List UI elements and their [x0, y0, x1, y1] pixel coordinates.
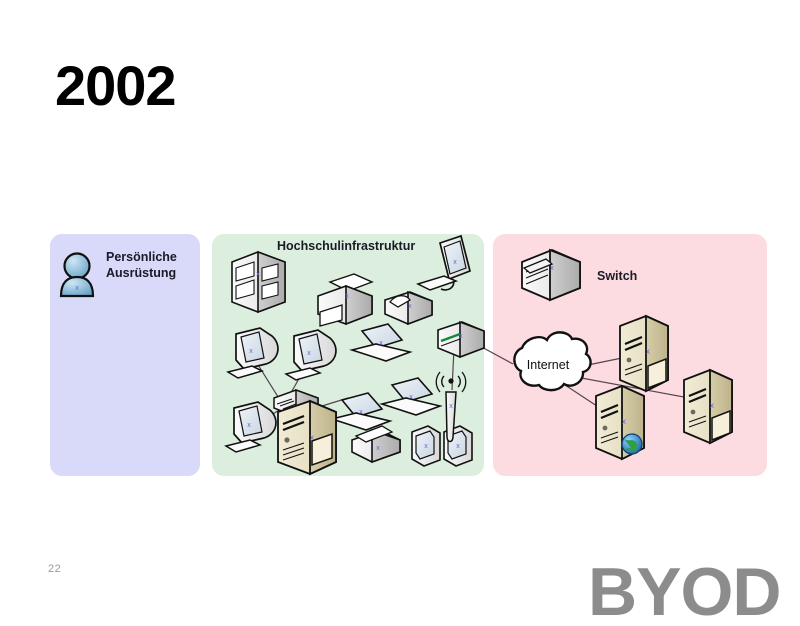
svg-text:x: x: [449, 403, 453, 410]
laptop-icon: x: [379, 377, 443, 416]
keyboard-icon: [415, 275, 459, 291]
laptop-icon: x: [349, 323, 413, 362]
svg-text:x: x: [75, 285, 79, 292]
byod-watermark: BYOD: [588, 558, 781, 626]
svg-text:x: x: [249, 348, 253, 355]
svg-text:x: x: [710, 401, 714, 410]
keyboard-icon: [224, 439, 263, 453]
svg-text:x: x: [424, 443, 428, 450]
svg-text:x: x: [247, 422, 251, 429]
tower-server-icon: x: [277, 399, 337, 476]
wifi-antenna-icon: x: [435, 371, 467, 443]
page-number: 22: [48, 563, 62, 575]
svg-text:x: x: [310, 433, 314, 442]
zone-campus-infrastructure-label: Hochschulinfrastruktur: [277, 239, 416, 253]
tablet-icon: x: [438, 234, 472, 291]
svg-text:x: x: [256, 271, 260, 278]
internet-cloud-icon: [513, 331, 592, 392]
svg-text:x: x: [345, 293, 349, 300]
desktop-computer-icon: x: [233, 401, 277, 444]
svg-text:x: x: [453, 259, 457, 266]
switch-icon: x: [521, 248, 581, 302]
svg-text:x: x: [646, 347, 650, 356]
user-icon: x: [59, 252, 95, 298]
pda-icon: x: [411, 425, 441, 467]
printer-icon: x: [317, 273, 374, 327]
svg-text:x: x: [459, 333, 463, 340]
svg-text:x: x: [359, 409, 363, 416]
keyboard-icon: [284, 367, 323, 381]
svg-text:x: x: [456, 443, 460, 450]
diagram-artwork: x x x x: [59, 234, 733, 476]
svg-text:x: x: [409, 394, 413, 401]
globe-icon: [621, 433, 643, 455]
network-diagram: x x x x: [50, 234, 767, 476]
svg-text:x: x: [622, 417, 626, 426]
desktop-computer-icon: x: [293, 329, 337, 372]
svg-text:x: x: [379, 340, 383, 347]
svg-text:x: x: [307, 350, 311, 357]
page-title: 2002: [55, 54, 177, 117]
router-icon: x: [437, 320, 485, 359]
internet-cloud-label: Internet: [526, 358, 570, 372]
svg-text:x: x: [408, 303, 412, 310]
server-icon: x: [683, 368, 733, 445]
projector-icon: x: [384, 290, 433, 326]
svg-text:x: x: [550, 265, 554, 272]
desktop-computer-icon: x: [235, 327, 279, 370]
laptop-icon: x: [329, 392, 393, 431]
zone-personal-equipment-label: Persönliche Ausrüstung: [106, 250, 177, 280]
server-rack-icon: x: [231, 250, 286, 314]
server-icon: x: [619, 314, 669, 393]
keyboard-icon: [226, 365, 265, 379]
switch-label: Switch: [597, 269, 638, 283]
svg-text:x: x: [376, 445, 380, 452]
scanner-icon: x: [351, 425, 401, 464]
